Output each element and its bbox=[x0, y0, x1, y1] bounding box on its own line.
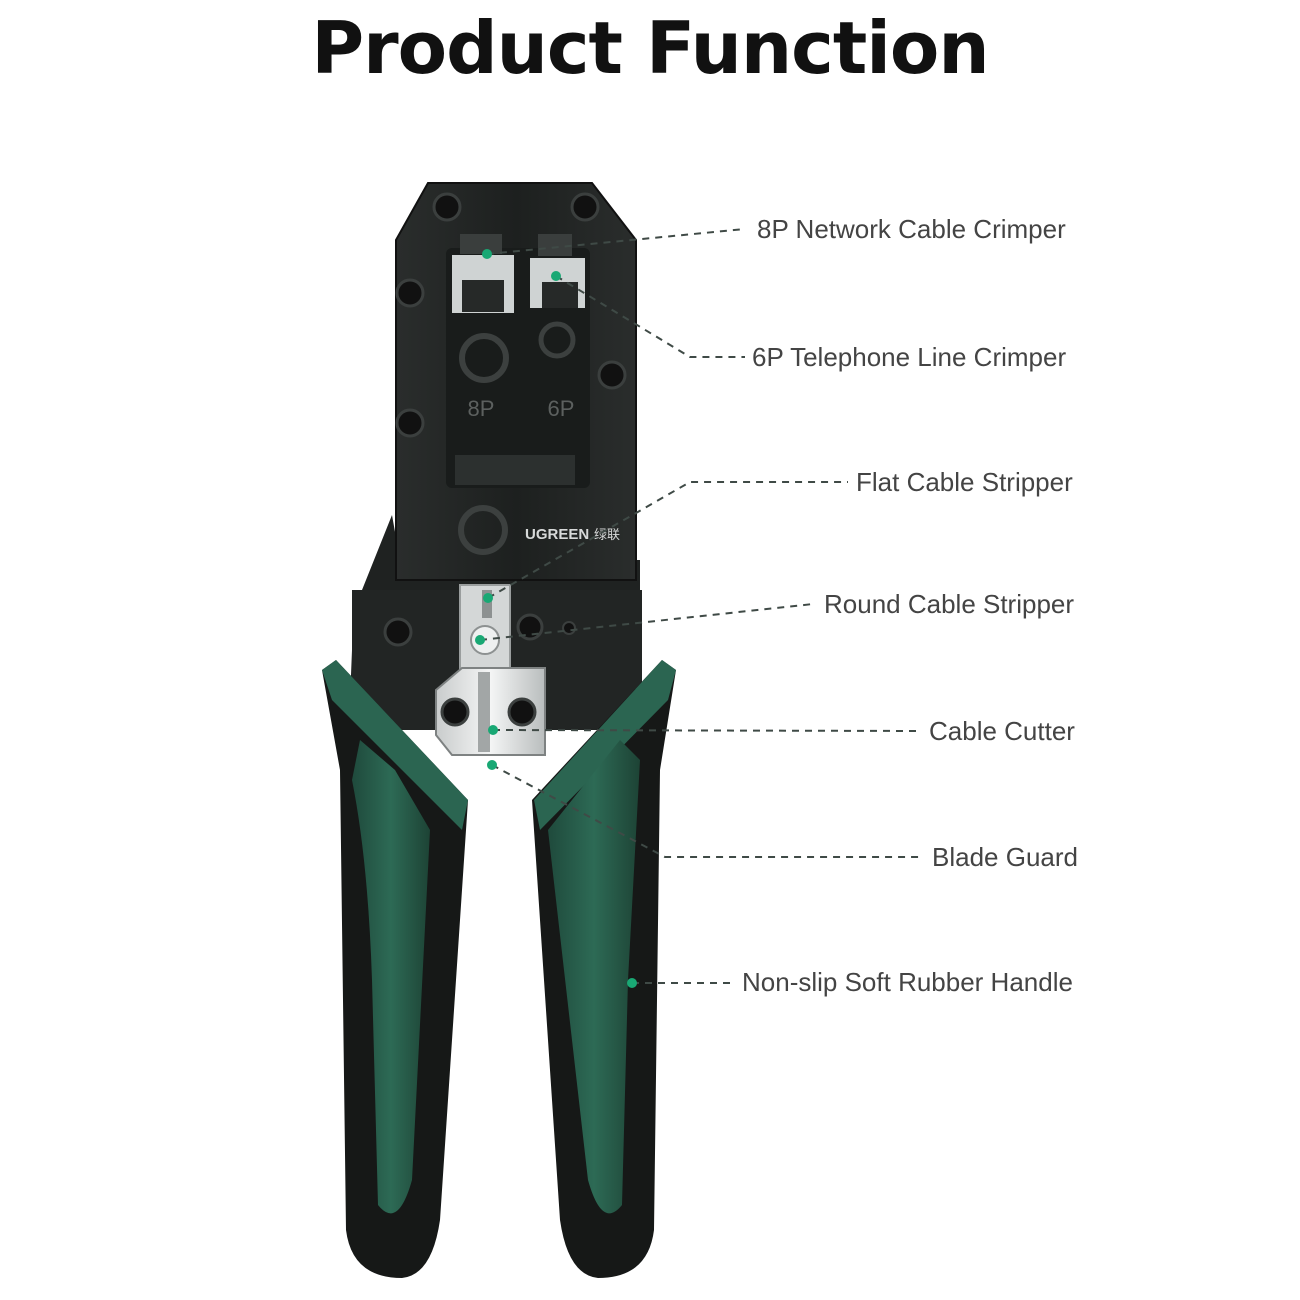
crimp-head bbox=[383, 182, 637, 647]
callout-dots bbox=[475, 249, 637, 988]
brand-logo: UGREEN bbox=[525, 526, 589, 543]
die-mark-8p: 8P bbox=[468, 396, 495, 421]
callout-label-8p-crimper: 8P Network Cable Crimper bbox=[757, 214, 1066, 244]
left-handle bbox=[322, 660, 468, 1278]
callout-leader-lines bbox=[479, 228, 922, 984]
page-title: Product Function bbox=[311, 6, 989, 90]
cable-cutter-block bbox=[435, 667, 546, 756]
right-handle bbox=[532, 660, 676, 1278]
callout-label-blade-guard: Blade Guard bbox=[932, 842, 1078, 872]
callout-label-round-stripper: Round Cable Stripper bbox=[824, 589, 1075, 619]
callout-label-flat-stripper: Flat Cable Stripper bbox=[856, 467, 1073, 497]
callout-label-cable-cutter: Cable Cutter bbox=[929, 716, 1075, 746]
callout-label-6p-crimper: 6P Telephone Line Crimper bbox=[752, 342, 1067, 372]
die-mark-6p: 6P bbox=[548, 396, 575, 421]
brand-logo-chinese: 绿联 bbox=[594, 528, 620, 543]
callout-label-rubber-handle: Non-slip Soft Rubber Handle bbox=[742, 967, 1073, 997]
